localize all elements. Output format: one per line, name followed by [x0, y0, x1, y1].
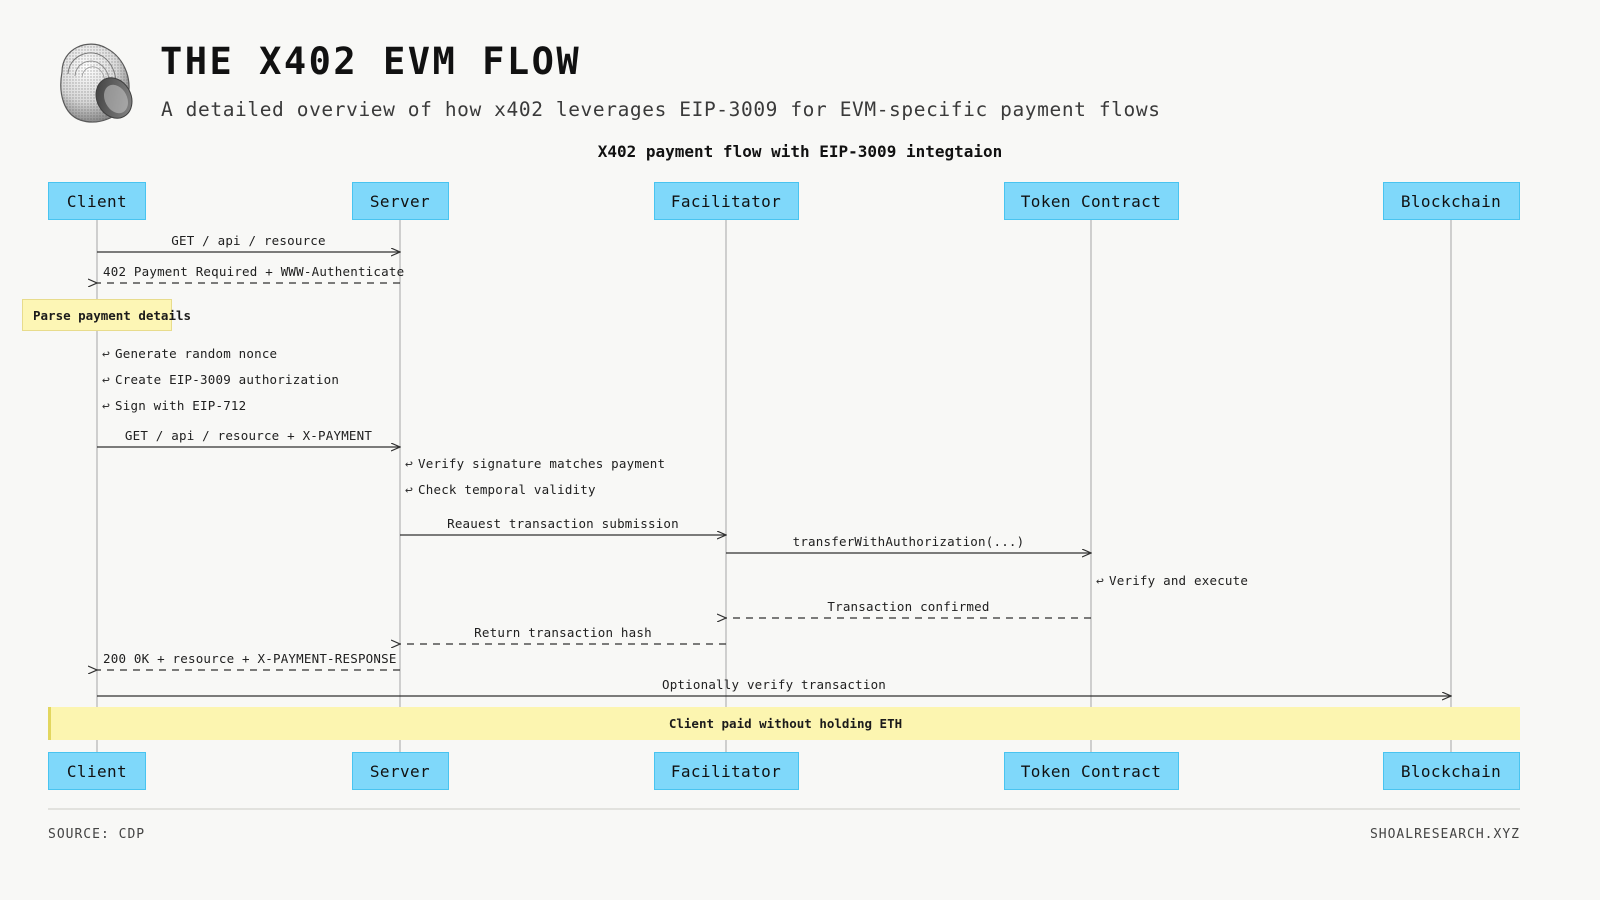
message-label: Reauest transaction submission [447, 516, 679, 531]
self-action: ↩ Generate random nonce [102, 346, 277, 362]
actor-label: Token Contract [1020, 191, 1162, 211]
message-label: GET / api / resource + X-PAYMENT [124, 428, 373, 443]
message-label: Optionally verify transaction [661, 677, 887, 692]
message-label: 402 Payment Required + WWW-Authenticate [103, 264, 405, 279]
actor-label: Server [369, 191, 431, 211]
message-label: 200 0K + resource + X-PAYMENT-RESPONSE [103, 651, 397, 666]
actor-top-client[interactable]: Client [48, 182, 146, 220]
actor-label: Client [66, 191, 128, 211]
self-action: ↩ Verify signature matches payment [405, 456, 665, 472]
actor-bottom-blockchain[interactable]: Blockchain [1382, 752, 1520, 790]
snail-shell-logo-icon [42, 34, 146, 130]
self-action-label: Sign with EIP-712 [115, 398, 247, 413]
actor-label: Token Contract [1020, 761, 1162, 781]
self-action: ↩ Verify and execute [1096, 573, 1248, 589]
actor-bottom-server[interactable]: Server [351, 752, 449, 790]
self-action-label: Verify and execute [1109, 573, 1249, 588]
actor-label: Blockchain [1400, 761, 1502, 781]
page-header: THE X402 EVM FLOW A detailed overview of… [0, 0, 1600, 140]
diagram-title: X402 payment flow with EIP-3009 integtai… [597, 142, 1003, 161]
page-subtitle: A detailed overview of how x402 leverage… [161, 98, 1161, 121]
self-action-label: Check temporal validity [418, 482, 596, 497]
actor-top-blockchain[interactable]: Blockchain [1382, 182, 1520, 220]
actor-label: Client [66, 761, 128, 781]
loop-arrow-icon: ↩ [102, 373, 111, 388]
loop-arrow-icon: ↩ [405, 483, 414, 498]
message-label: Return transaction hash [474, 625, 652, 640]
actor-label: Facilitator [670, 761, 782, 781]
self-action: ↩ Sign with EIP-712 [102, 398, 246, 414]
actor-top-server[interactable]: Server [351, 182, 449, 220]
source-label: SOURCE: CDP [48, 827, 146, 842]
message-label: transferWithAuthorization(...) [792, 534, 1025, 549]
loop-arrow-icon: ↩ [102, 399, 111, 414]
loop-arrow-icon: ↩ [102, 347, 111, 362]
actor-bottom-client[interactable]: Client [48, 752, 146, 790]
self-action-label: Verify signature matches payment [418, 456, 666, 471]
self-action: ↩ Create EIP-3009 authorization [102, 372, 339, 388]
actor-label: Blockchain [1400, 191, 1502, 211]
page-title: THE X402 EVM FLOW [160, 40, 582, 83]
actor-label: Facilitator [670, 191, 782, 211]
footer-divider [48, 808, 1520, 810]
self-action-label: Create EIP-3009 authorization [115, 372, 340, 387]
actor-bottom-facilitator[interactable]: Facilitator [653, 752, 799, 790]
actor-bottom-token-contract[interactable]: Token Contract [1003, 752, 1179, 790]
message-label: Transaction confirmed [827, 599, 990, 614]
note-box: Parse payment details [22, 299, 191, 331]
actor-top-facilitator[interactable]: Facilitator [653, 182, 799, 220]
actor-label: Server [369, 761, 431, 781]
self-action-label: Generate random nonce [115, 346, 278, 361]
loop-arrow-icon: ↩ [405, 457, 414, 472]
loop-arrow-icon: ↩ [1096, 574, 1105, 589]
self-action: ↩ Check temporal validity [405, 482, 596, 498]
summary-banner: Client paid without holding ETH [48, 707, 1520, 740]
site-label: SHOALRESEARCH.XYZ [1369, 827, 1520, 842]
message-label: GET / api / resource [171, 233, 326, 248]
actor-top-token-contract[interactable]: Token Contract [1003, 182, 1179, 220]
